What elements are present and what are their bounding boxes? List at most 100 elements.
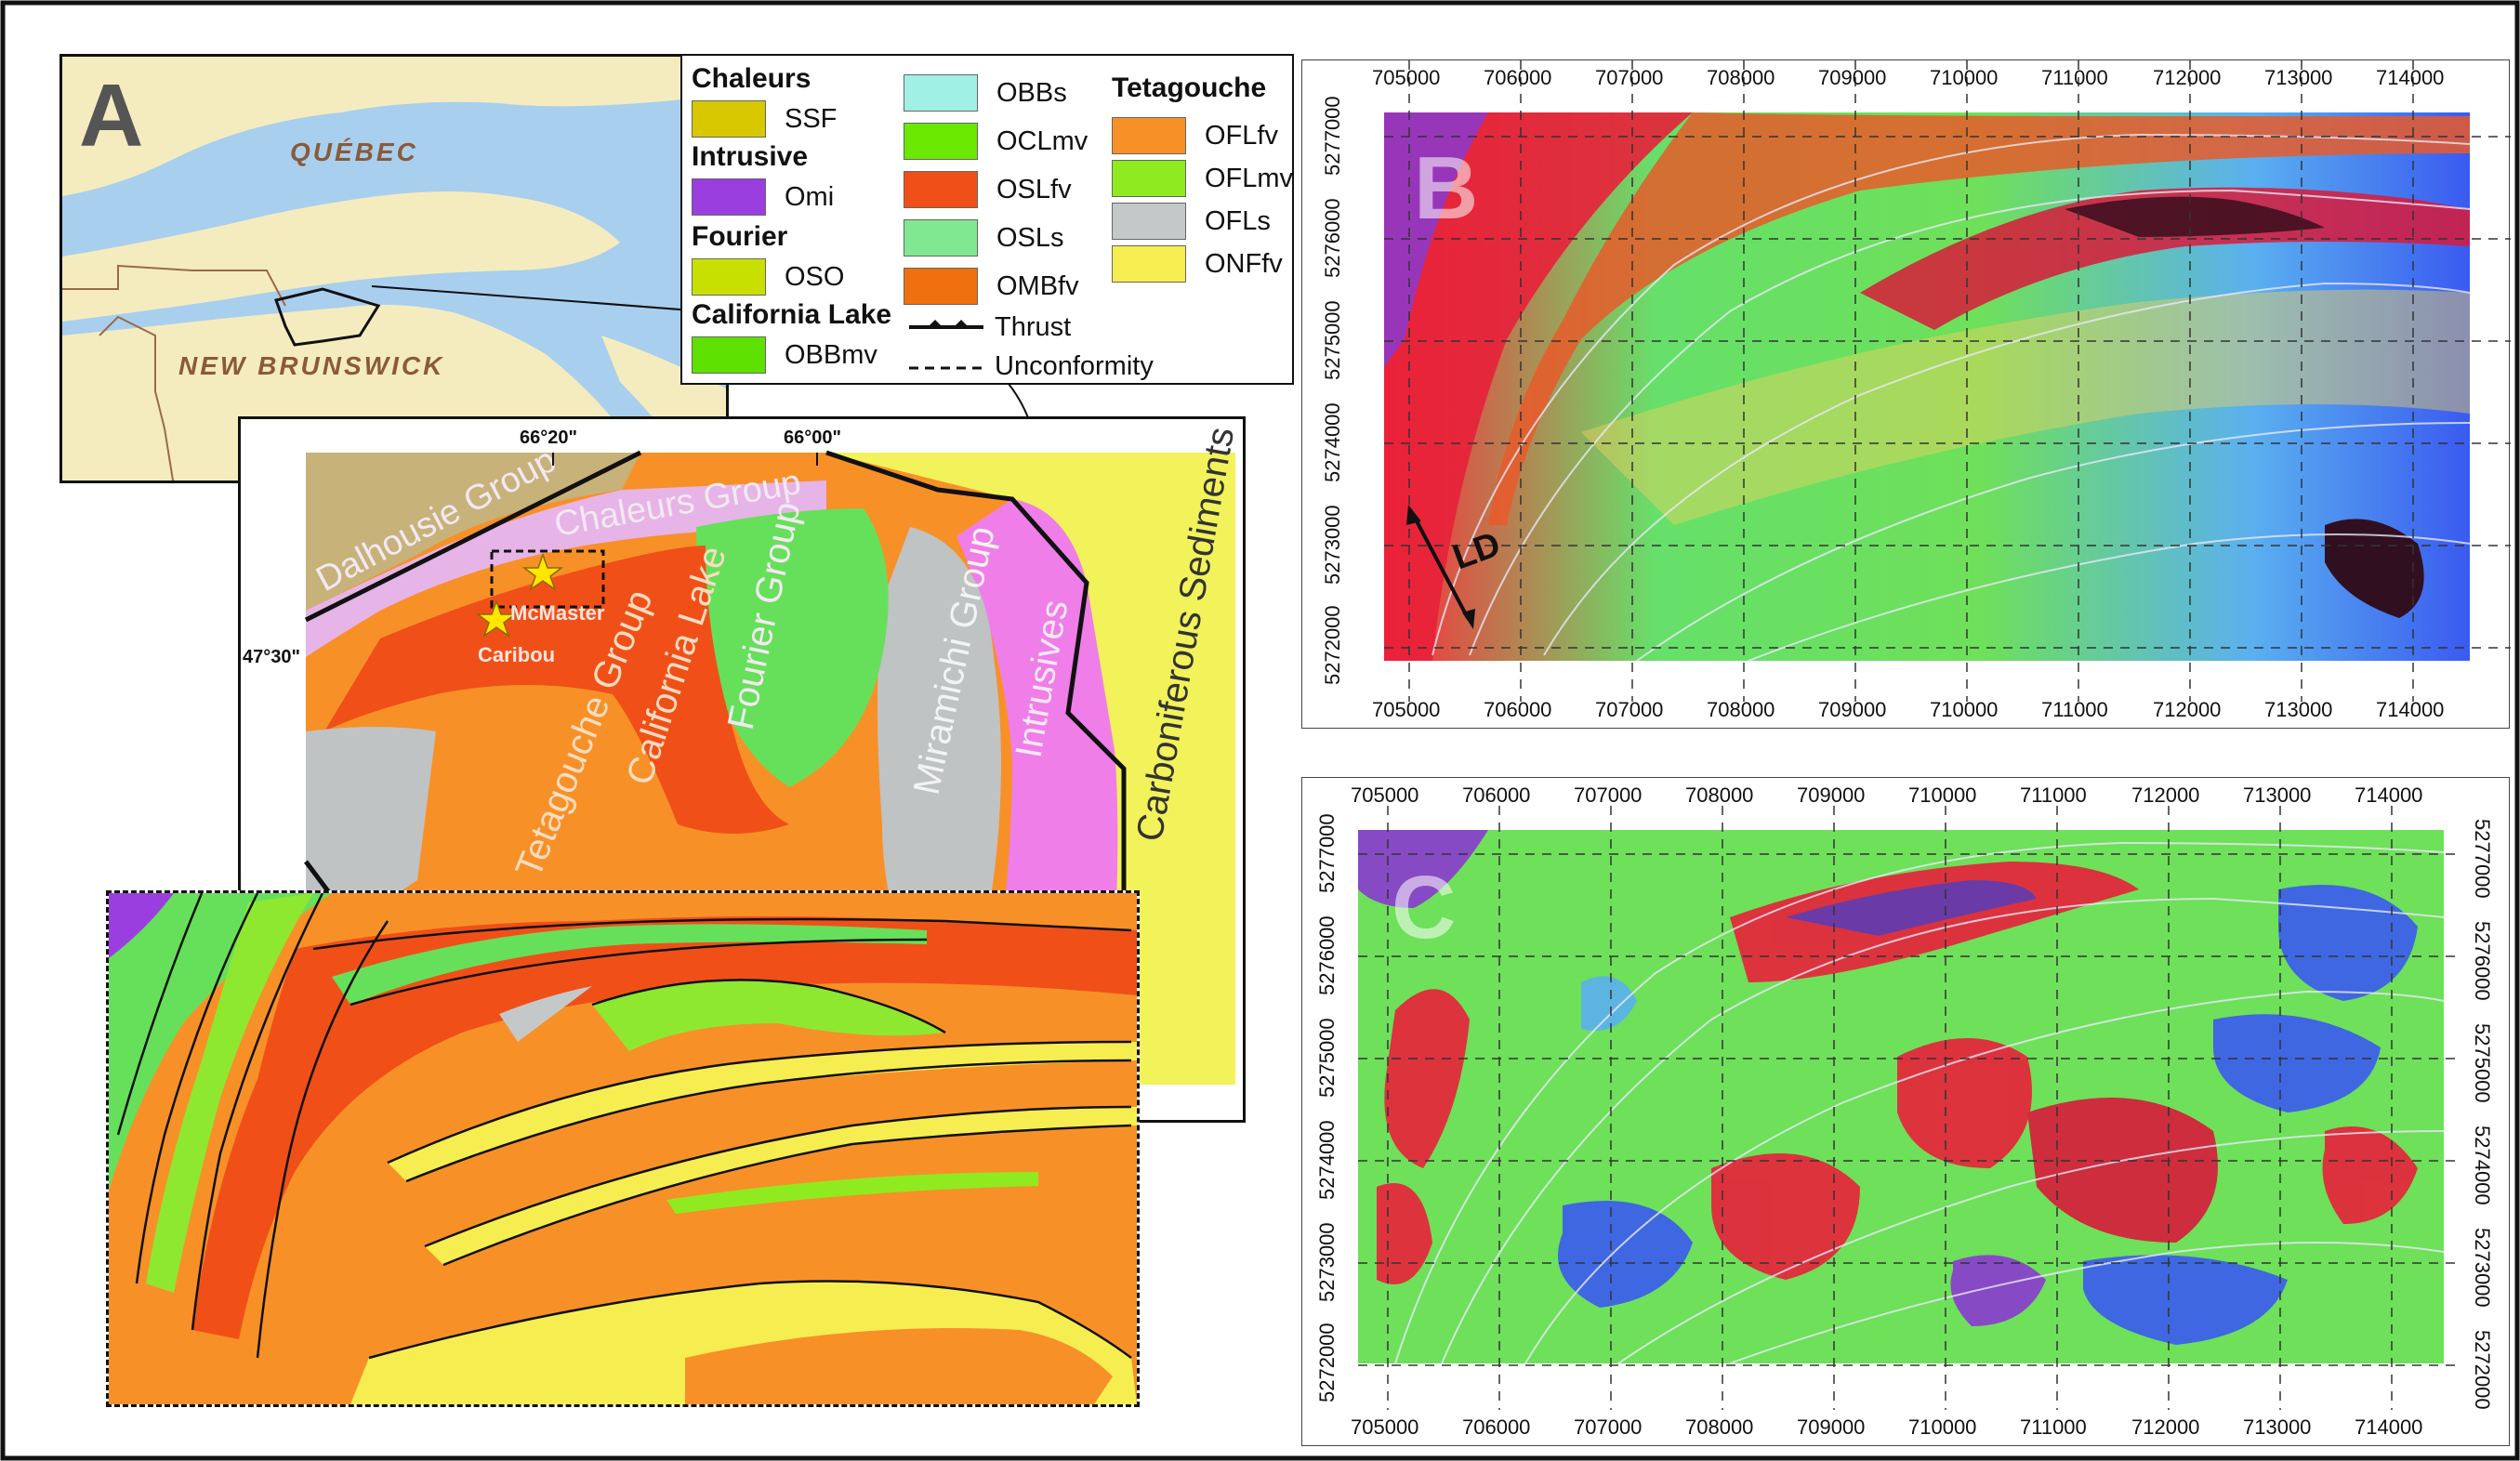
legend-label: OFLs — [1205, 205, 1271, 236]
legend-swatch — [1112, 160, 1186, 197]
legend-item-onffv: ONFfv — [1112, 245, 1283, 283]
legend-box: Chaleurs SSF Intrusive Omi Fourier OSO C… — [680, 54, 1294, 385]
tick-label: 706000 — [1484, 66, 1552, 89]
legend-label: OBBs — [996, 77, 1067, 108]
legend-item-obbs: OBBs — [904, 74, 1067, 112]
mcmaster-star-icon — [521, 552, 564, 591]
thrust-line-symbol — [909, 320, 983, 329]
tick-label: 709000 — [1818, 698, 1887, 721]
legend-heading-intrusive: Intrusive — [692, 141, 809, 172]
latitude-47-30: 47°30" — [243, 647, 300, 667]
legend-swatch — [692, 100, 766, 138]
tick-label: 708000 — [1707, 698, 1775, 721]
provincial-border — [62, 264, 286, 480]
caribou-star-icon — [475, 599, 518, 638]
new-brunswick-label: NEW BRUNSWICK — [178, 351, 444, 380]
detail-intrusive-corner — [109, 893, 174, 958]
legend-label: Omi — [785, 181, 835, 212]
tick-label: 705000 — [1372, 698, 1441, 721]
tick-label: 5274000 — [2471, 1125, 2494, 1205]
legend-item-oflmv: OFLmv — [1112, 160, 1294, 197]
legend-swatch — [904, 74, 978, 112]
legend-item-ofls: OFLs — [1112, 203, 1271, 240]
tick-label: 711000 — [2041, 66, 2108, 89]
tick-label: 712000 — [2153, 698, 2222, 721]
tick-label: 707000 — [1574, 1415, 1643, 1439]
longitude-66-00: 66°00" — [784, 428, 841, 448]
california-lake-area — [324, 546, 789, 834]
tick-label: 713000 — [2264, 66, 2333, 89]
legend-item-obbmv: OBBmv — [692, 336, 877, 374]
tick-label: 5273000 — [1315, 1222, 1339, 1302]
study-area-box — [490, 549, 605, 609]
tick-label: 705000 — [1351, 783, 1419, 807]
tick-label: 711000 — [2020, 1415, 2087, 1439]
detail-green-lens — [666, 1172, 1038, 1214]
tick-label: 706000 — [1462, 1415, 1531, 1439]
panel-c-x-ticks-top: 705000 706000 707000 708000 709000 71000… — [1302, 783, 2511, 811]
unconformity-line-symbol — [909, 366, 983, 370]
legend-swatch — [692, 336, 766, 374]
legend-item-oclmv: OCLmv — [904, 123, 1088, 160]
tick-label: 5277000 — [1321, 96, 1344, 176]
panel-c-x-ticks-bottom: 705000 706000 707000 708000 709000 71000… — [1302, 1415, 2511, 1443]
legend-unconformity-label: Unconformity — [995, 351, 1154, 381]
panel-b-x-ticks-bottom: 705000 706000 707000 708000 709000 71000… — [1302, 698, 2511, 726]
detail-thrust-lines — [116, 893, 1132, 1360]
tick-label: 710000 — [1908, 1415, 1977, 1439]
legend-label: ONFfv — [1205, 248, 1283, 279]
tick-label: 710000 — [1930, 66, 1999, 89]
tick-label: 5277000 — [1315, 813, 1339, 893]
mcmaster-label: McMaster — [510, 601, 605, 625]
tick-label: 5276000 — [1315, 915, 1339, 995]
legend-item-oflfv: OFLfv — [1112, 117, 1278, 154]
legend-heading-tetagouche: Tetagouche — [1112, 72, 1267, 103]
tick-label: 705000 — [1372, 66, 1441, 89]
legend-label: OFLmv — [1205, 163, 1294, 193]
legend-heading-chaleurs: Chaleurs — [692, 63, 811, 94]
legend-swatch — [904, 171, 978, 208]
tick-label: 709000 — [1818, 66, 1887, 89]
tick-label: 714000 — [2355, 1415, 2423, 1439]
tick-label: 5275000 — [1321, 300, 1344, 380]
tick-label: 709000 — [1797, 783, 1866, 807]
tick-label: 708000 — [1685, 783, 1754, 807]
panel-b-graphic: LD B — [1384, 60, 2511, 702]
tick-label: 714000 — [2376, 698, 2445, 721]
tick-label: 712000 — [2131, 783, 2200, 807]
chaleurs-area — [306, 480, 826, 657]
legend-label: OCLmv — [996, 125, 1088, 156]
tick-label: 707000 — [1595, 698, 1664, 721]
legend-item-ssf: SSF — [692, 100, 837, 138]
legend-item-omi: Omi — [692, 178, 834, 216]
tick-label: 706000 — [1484, 698, 1552, 721]
legend-swatch — [904, 219, 978, 257]
detail-red-band — [192, 916, 1137, 1339]
detail-green-band — [146, 893, 313, 1293]
tick-label: 711000 — [2020, 783, 2087, 807]
tick-label: 712000 — [2153, 66, 2222, 89]
detail-geology-map — [106, 890, 1140, 1407]
tick-label: 705000 — [1351, 1415, 1419, 1439]
panel-c-y-ticks-right: 5277000 5276000 5275000 5274000 5273000 … — [2471, 778, 2509, 1447]
legend-label: OSLs — [996, 222, 1064, 253]
tick-label: 707000 — [1574, 783, 1643, 807]
detail-green-west — [109, 893, 332, 1191]
tick-label: 5273000 — [2471, 1228, 2494, 1308]
panel-c-geophysics: C 705000 706000 707000 708000 709000 710… — [1301, 777, 2510, 1446]
study-area-outline — [274, 287, 381, 347]
legend-swatch — [692, 258, 766, 296]
tick-label: 709000 — [1797, 1415, 1866, 1439]
longitude-66-20: 66°20" — [520, 428, 577, 448]
quebec-north-shore — [62, 57, 726, 196]
tick-label: 5274000 — [1315, 1120, 1339, 1200]
tick-label: 708000 — [1685, 1415, 1754, 1439]
tick-label: 713000 — [2243, 783, 2312, 807]
tick-label: 5272000 — [1321, 605, 1344, 685]
legend-heading-california-lake: California Lake — [692, 299, 892, 330]
tick-label: 5274000 — [1321, 402, 1344, 482]
detail-orange-south — [685, 1328, 1113, 1404]
tick-label: 714000 — [2376, 66, 2445, 89]
tick-label: 711000 — [2041, 698, 2108, 721]
